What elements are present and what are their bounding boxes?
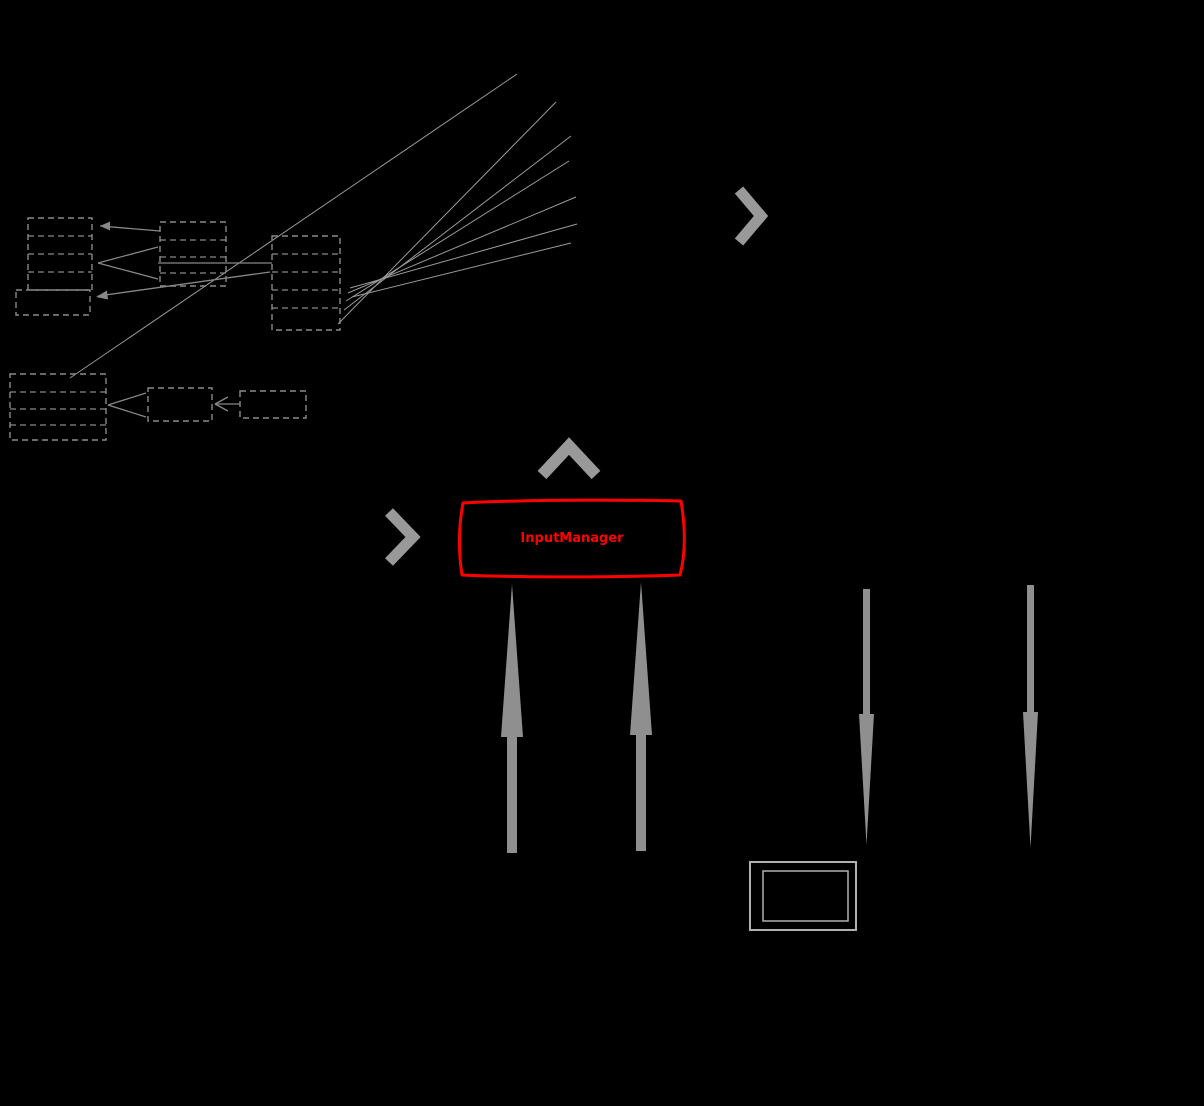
down-arrowhead (859, 714, 874, 845)
open-arrowhead-icon (107, 404, 147, 418)
arrowhead-icon (96, 290, 108, 300)
open-arrowhead-icon (214, 396, 229, 405)
connector-line (347, 196, 577, 294)
connector-line (343, 135, 572, 311)
dashed-box (159, 221, 227, 287)
dashed-box (271, 235, 341, 331)
dashed-box (15, 289, 91, 316)
open-arrowhead-icon (97, 246, 159, 264)
inputmanager-annotation: InputManager (457, 498, 686, 579)
open-arrowhead-icon (97, 262, 159, 280)
radiating-connector-lines (69, 73, 578, 379)
chevron-right-icon (385, 508, 421, 566)
up-arrow-right (630, 582, 652, 851)
annotation-outline (457, 498, 686, 579)
dashed-box (147, 387, 213, 422)
connector-line (351, 242, 572, 298)
chevron-right-icon (734, 186, 769, 246)
dashed-box (9, 373, 107, 441)
dashed-class-cluster-top (15, 217, 341, 331)
up-arrowhead (501, 584, 523, 737)
connector-line (337, 101, 557, 325)
annotation-label: InputManager (520, 531, 624, 546)
down-arrow-shaft (1027, 585, 1034, 716)
dashed-class-cluster-bottom (9, 373, 307, 441)
up-arrowhead (630, 582, 652, 735)
open-arrowhead-icon (107, 392, 147, 406)
dashed-box (239, 390, 307, 419)
connector-line (349, 223, 578, 289)
screen-frame (749, 861, 857, 931)
frame-outer-rect (749, 861, 857, 931)
frame-inner-rect (762, 870, 849, 922)
up-arrow-shaft (507, 732, 517, 853)
down-arrow-left (859, 589, 874, 845)
relation-arrow-shaft (97, 271, 271, 297)
down-arrowhead (1023, 712, 1038, 848)
down-arrow-right (1023, 585, 1038, 848)
down-arrow-shaft (863, 589, 870, 719)
arrowhead-icon (100, 221, 110, 231)
connector-line (69, 73, 518, 379)
up-arrow-left (501, 584, 523, 853)
up-arrow-shaft (636, 730, 646, 851)
open-arrowhead-icon (214, 403, 229, 412)
chevron-up-icon (537, 437, 601, 480)
